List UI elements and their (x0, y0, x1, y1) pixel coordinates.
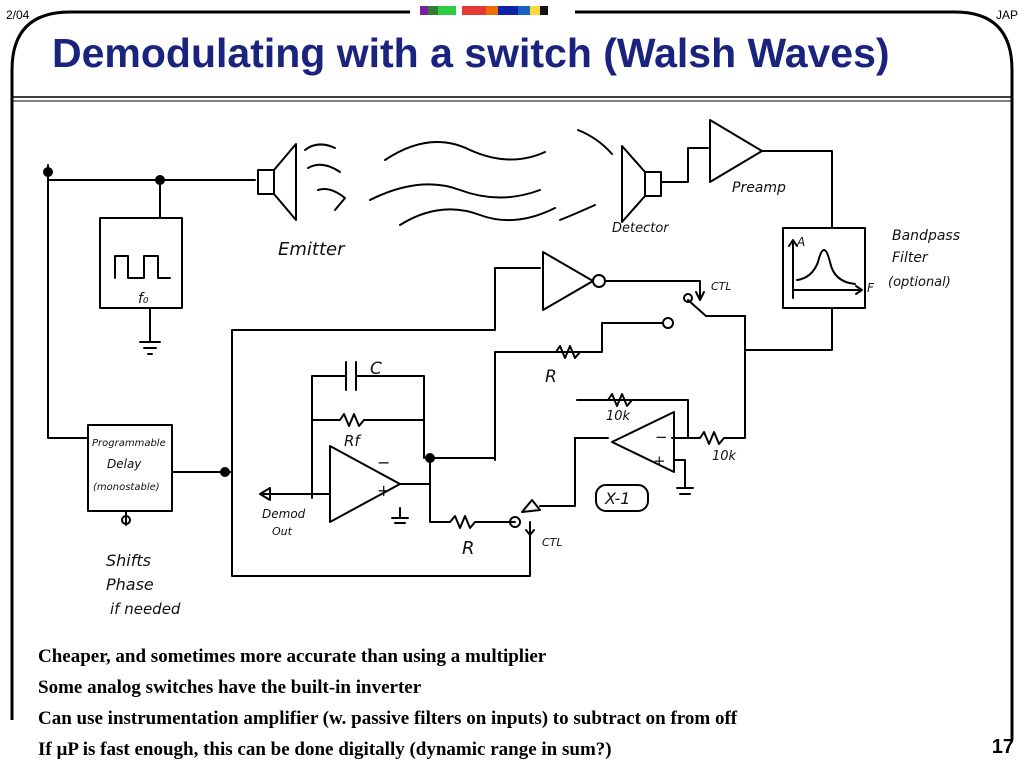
capacitor-label: C (370, 359, 382, 379)
resistor-10k-top-label: 10k (606, 409, 631, 424)
slide-author: JAP (995, 8, 1018, 22)
color-bar-segment (540, 6, 548, 15)
detector-speaker-icon (621, 145, 662, 223)
color-bar-segment (456, 6, 462, 15)
op-amp-2-minus: − (655, 428, 668, 446)
oscillator-box (99, 217, 183, 309)
circuit-diagram: f₀ Emitter Detector Preamp Bandpass Filt… (43, 119, 960, 618)
shifts-label-3: if needed (110, 600, 181, 618)
resistor-rf (311, 413, 425, 427)
oscillator-label: f₀ (138, 291, 149, 307)
resistor-10k-right-label: 10k (712, 449, 737, 464)
op-amp-1-minus: − (377, 453, 390, 472)
capacitor-c (345, 361, 357, 391)
resistor-top-label: R (545, 367, 557, 387)
color-bar-segment (420, 6, 428, 15)
color-bar-segment (518, 6, 530, 15)
color-bar-segment (530, 6, 540, 15)
plot-a-label: A (796, 235, 805, 249)
delay-label-3: (monostable) (93, 482, 160, 493)
bullet-list: Cheaper, and sometimes more accurate tha… (38, 641, 737, 765)
delay-label-1: Programmable (92, 438, 166, 449)
emitter-label: Emitter (278, 239, 346, 260)
square-wave-icon (114, 255, 171, 279)
demod-label-2: Out (272, 525, 293, 538)
slide-title: Demodulating with a switch (Walsh Waves) (52, 30, 890, 76)
op-amp-2-plus: + (653, 452, 666, 470)
resistor-10k-right (673, 315, 746, 445)
resistor-10k-top (607, 393, 633, 407)
op-amp-2 (611, 411, 675, 473)
ctl-bottom-label: CTL (542, 536, 563, 549)
slide-date: 2/04 (6, 8, 30, 22)
resistor-r-top (555, 345, 581, 359)
page-number: 17 (991, 736, 1014, 758)
bullet-item: If µP is fast enough, this can be done d… (38, 739, 612, 760)
preamp-symbol (709, 119, 763, 183)
programmable-delay-box (87, 424, 173, 512)
bandpass-label-3: (optional) (888, 275, 951, 290)
color-bar-segment (438, 6, 456, 15)
feedback-resistor-label: Rf (344, 432, 362, 450)
color-bar-segment (428, 6, 438, 15)
bandpass-label-2: Filter (892, 250, 929, 266)
resistor-bottom-label: R (462, 538, 475, 559)
emitter-speaker-icon (257, 143, 297, 221)
color-bar-segment (462, 6, 486, 15)
color-bar-segment (498, 6, 518, 15)
bullet-item: Can use instrumentation amplifier (w. pa… (38, 708, 738, 729)
color-bar-segment (486, 6, 498, 15)
inverter-symbol (542, 251, 594, 311)
resistor-r-bottom (449, 515, 516, 529)
ctl-top-label: CTL (711, 280, 732, 293)
preamp-label: Preamp (732, 180, 786, 196)
op-amp-1-plus: + (377, 481, 390, 500)
bandpass-filter-box (782, 227, 866, 309)
bullet-item: Cheaper, and sometimes more accurate tha… (38, 646, 547, 667)
gain-label: X-1 (604, 489, 630, 508)
color-bar (420, 6, 548, 15)
bandpass-label-1: Bandpass (892, 228, 960, 244)
gain-box (595, 484, 649, 512)
shifts-label-2: Phase (106, 575, 154, 594)
detector-label: Detector (612, 221, 670, 236)
bullet-item: Some analog switches have the built-in i… (38, 677, 422, 698)
op-amp-1 (329, 445, 401, 523)
plot-f-label: F (867, 281, 875, 295)
shifts-label-1: Shifts (106, 551, 151, 570)
delay-label-2: Delay (107, 457, 142, 471)
sound-wave (304, 143, 336, 151)
demod-label-1: Demod (262, 507, 306, 521)
